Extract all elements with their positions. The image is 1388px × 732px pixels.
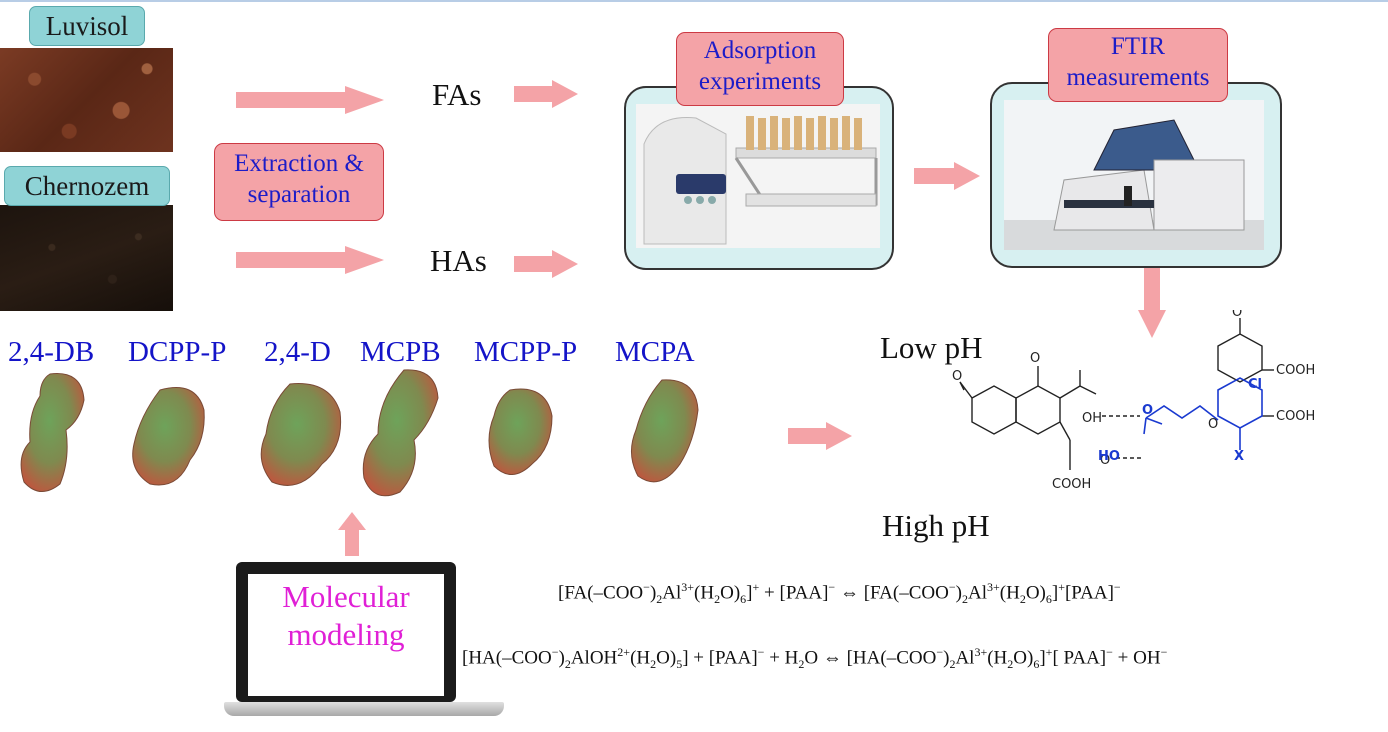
- arrow-modeling-up: [338, 512, 366, 556]
- arrow-ftir-down: [1138, 268, 1166, 338]
- label-o-carbonyl: O: [1100, 453, 1110, 468]
- molecule-mcpb-icon: [362, 369, 439, 497]
- herbicide-name-dcppp: DCPP-P: [128, 336, 227, 368]
- label-o-ring: O: [1030, 351, 1040, 366]
- label-oh: OH: [1082, 411, 1102, 426]
- high-ph-label: High pH: [882, 508, 990, 543]
- laptop-screen: Molecular modeling: [248, 574, 444, 696]
- arrow-molecules-to-structure: [788, 422, 852, 450]
- label-ho-blue: HO: [1098, 449, 1120, 464]
- label-o-blue: O: [1142, 403, 1153, 418]
- molecule-mcpa-icon: [631, 379, 699, 483]
- top-border-line: [0, 0, 1388, 2]
- label-o-right-top: O: [1232, 310, 1242, 320]
- adsorption-line-2: experiments: [698, 68, 822, 95]
- molecular-surfaces: [20, 369, 699, 497]
- label-o-ether: O: [1208, 417, 1218, 432]
- ftir-line-1: FTIR: [1110, 33, 1166, 60]
- chernozem-label: Chernozem: [4, 166, 170, 206]
- molecule-24db-icon: [20, 373, 85, 492]
- spectrometer-icon: [1004, 119, 1264, 250]
- extraction-line-1: Extraction &: [234, 150, 364, 177]
- label-cooh-right-2: COOH: [1276, 409, 1315, 424]
- chernozem-soil-photo: [0, 205, 173, 311]
- arrow-fas-to-adsorption: [514, 80, 578, 108]
- extraction-separation-box: Extraction & separation: [214, 143, 384, 221]
- arrow-luvisol-to-fas: [236, 86, 384, 114]
- label-o-top-left: O: [952, 369, 962, 384]
- rotator-photo: [636, 104, 880, 248]
- ftir-line-2: measurements: [1066, 64, 1210, 91]
- molecule-dcppp-icon: [132, 387, 205, 486]
- molecule-mcppp-icon: [488, 388, 553, 475]
- arrow-chernozem-to-has: [236, 246, 384, 274]
- rotator-icon: [643, 116, 878, 245]
- luvisol-label: Luvisol: [29, 6, 145, 46]
- herbicide-name-mcpb: MCPB: [360, 336, 441, 368]
- ftir-measurements-box: FTIR measurements: [1048, 28, 1228, 102]
- laptop-base: [224, 702, 504, 716]
- arrow-has-to-adsorption: [514, 250, 578, 278]
- label-x-blue: X: [1234, 449, 1244, 464]
- herbicide-name-24db: 2,4-DB: [8, 336, 95, 368]
- label-cooh-bottom: COOH: [1052, 477, 1091, 492]
- herbicide-name-24d: 2,4-D: [264, 336, 331, 368]
- arrow-adsorption-to-ftir: [914, 162, 980, 190]
- luvisol-soil-photo: [0, 48, 173, 152]
- molecule-24d-icon: [260, 383, 342, 486]
- ftir-photo: [1004, 100, 1264, 250]
- fas-label: FAs: [432, 77, 482, 112]
- herbicide-name-mcpa: MCPA: [615, 336, 695, 368]
- has-label: HAs: [430, 243, 487, 278]
- label-cooh-right-1: COOH: [1276, 363, 1315, 378]
- label-cl-blue: Cl: [1248, 377, 1262, 392]
- extraction-line-2: separation: [247, 181, 351, 208]
- adsorption-line-1: Adsorption: [703, 37, 817, 64]
- interaction-structure: O O OH O COOH O COOH COOH O O HO Cl X: [952, 310, 1315, 492]
- equation-ha: [HA(–COO−)2AlOH2+(H2O)5] + [PAA]− + H2O …: [462, 645, 1168, 672]
- adsorption-experiments-box: Adsorption experiments: [676, 32, 844, 106]
- herbicide-name-mcppp: MCPP-P: [474, 336, 578, 368]
- modeling-line-1: Molecular: [282, 579, 410, 614]
- low-ph-label: Low pH: [880, 330, 983, 365]
- equation-fa: [FA(–COO−)2Al3+(H2O)6]+ + [PAA]− ⇔ [FA(–…: [558, 580, 1121, 607]
- modeling-line-2: modeling: [287, 617, 405, 652]
